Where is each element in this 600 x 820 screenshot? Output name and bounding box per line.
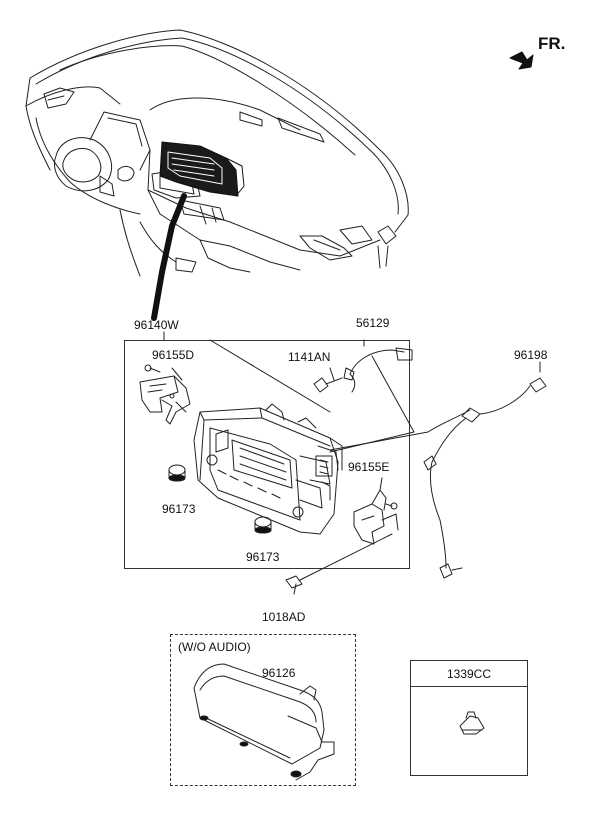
part-label-96173-upper: 96173 (162, 502, 196, 516)
part-label-1339cc: 1339CC (411, 661, 527, 687)
part-label-1018ad: 1018AD (262, 610, 306, 624)
leader-thick (151, 193, 187, 321)
part-label-96198: 96198 (514, 348, 548, 362)
part-label-96126: 96126 (262, 666, 296, 680)
part-label-96155e: 96155E (348, 460, 390, 474)
audio-unit-highlight (159, 141, 239, 197)
part-label-56129: 56129 (356, 316, 390, 330)
assembly-frame (124, 340, 410, 569)
bracket-96155e (353, 477, 399, 545)
wiring-harness (313, 339, 547, 579)
dashboard-illustration (25, 29, 409, 321)
main-assembly (139, 331, 399, 595)
part-label-1141an: 1141AN (288, 350, 331, 364)
part-label-96140w: 96140W (134, 318, 179, 332)
knob-96173-upper (168, 464, 186, 482)
front-direction-label: FR. (538, 34, 566, 53)
bracket-96155d (139, 364, 191, 425)
bolt-1141an (313, 367, 343, 393)
part-label-96155d: 96155D (152, 348, 195, 362)
knob-96173-lower (254, 516, 272, 534)
part-legend-box: 1339CC (410, 660, 528, 776)
screw-1018ad (285, 533, 393, 595)
front-arrow-icon (509, 51, 534, 70)
part-label-96173-lower: 96173 (246, 550, 280, 564)
without-audio-label: (W/O AUDIO) (178, 640, 251, 654)
blank-panel-96126 (193, 663, 335, 781)
head-unit-96140w (193, 403, 343, 535)
clip-1339cc (459, 711, 485, 735)
without-audio-frame (170, 634, 356, 786)
